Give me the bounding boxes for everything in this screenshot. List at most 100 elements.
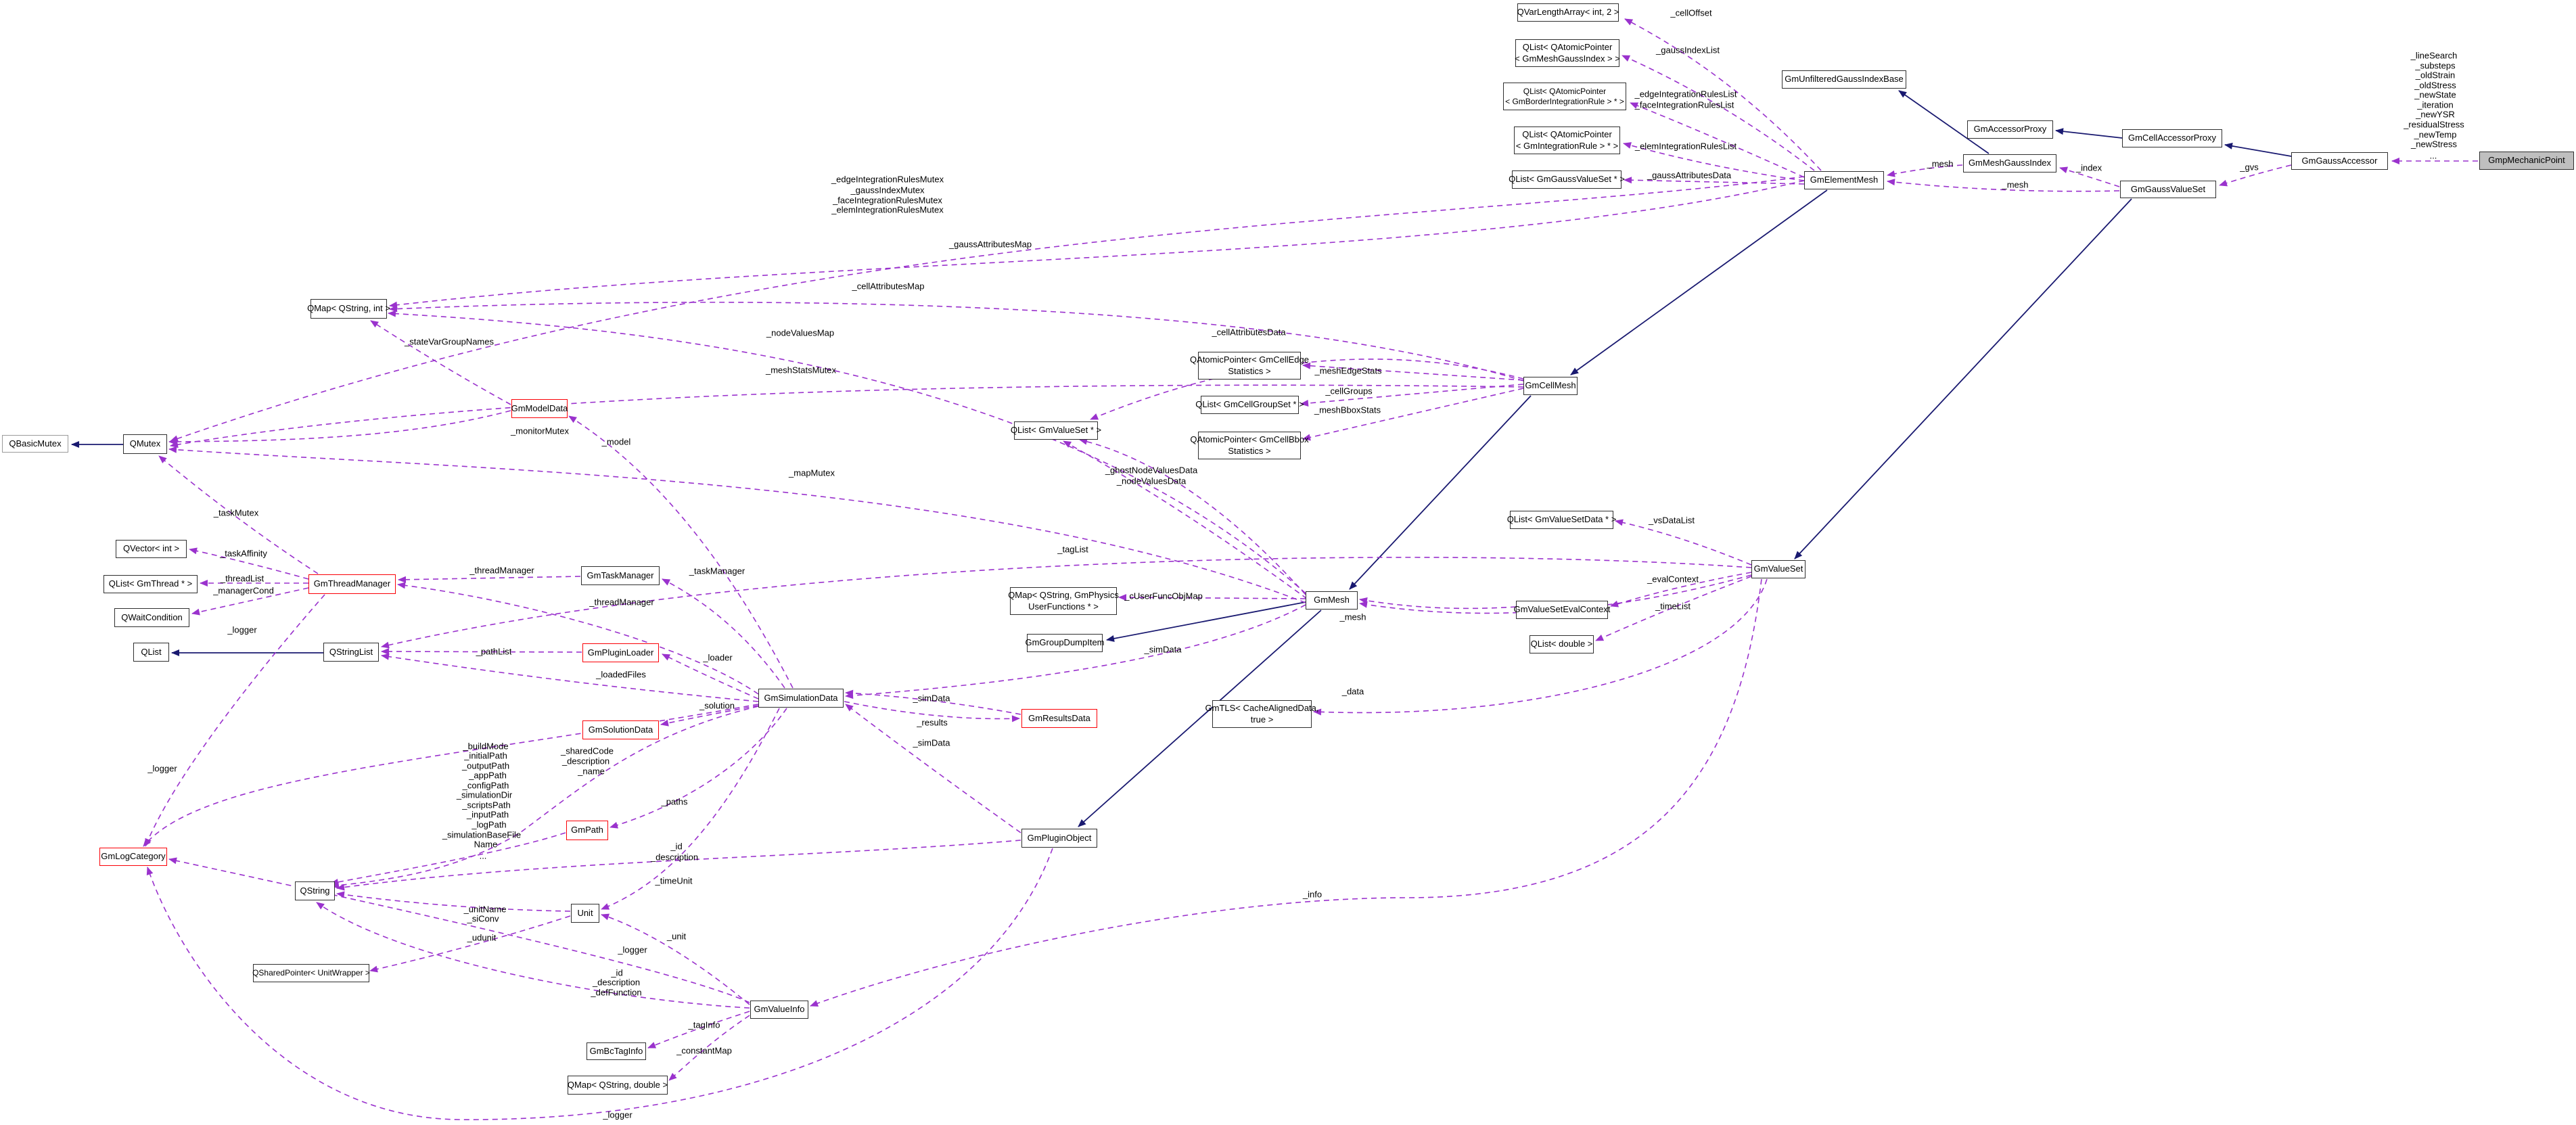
edge-label: _unitName: [463, 904, 507, 915]
class-node-qstring[interactable]: QString: [295, 881, 335, 900]
class-node-qbasicmutex[interactable]: QBasicMutex: [2, 435, 68, 453]
edge-label: _simData: [913, 737, 950, 748]
edge-label: _cUserFuncObjMap: [1124, 591, 1203, 601]
class-node-qlist-double[interactable]: QList< double >: [1530, 635, 1594, 653]
class-node-gmlogcategory[interactable]: GmLogCategory: [99, 848, 167, 866]
edge-label: _evalContext: [1647, 574, 1699, 584]
class-node-qmutex[interactable]: QMutex: [123, 434, 167, 454]
class-node-qvector-int[interactable]: QVector< int >: [116, 540, 187, 558]
class-node-qlist-gmvaluesetdata[interactable]: QList< GmValueSetData * >: [1507, 511, 1616, 529]
class-node-gmtls-cachealigneddata[interactable]: GmTLS< CacheAlignedData, true >: [1205, 700, 1319, 728]
class-node-gmthreadmanager[interactable]: GmThreadManager: [308, 574, 396, 594]
member-edge: [398, 576, 581, 583]
class-node-qvarlengtharray[interactable]: QVarLengthArray< int, 2 >: [1517, 3, 1619, 22]
edge-label: _timeUnit: [655, 875, 693, 886]
edge-label: _tagList: [1057, 544, 1088, 555]
class-node-gmelementmesh[interactable]: GmElementMesh: [1804, 171, 1884, 189]
member-edge: [330, 832, 566, 886]
member-edge: [610, 708, 787, 829]
edge-label: _tagInfo: [688, 1019, 720, 1030]
class-node-qlist-atomic-gmborderintegrationrule[interactable]: QList< QAtomicPointer < GmBorderIntegrat…: [1503, 83, 1626, 110]
edge-label: _elemIntegrationRulesMutex: [831, 204, 944, 215]
edge-label: _model: [601, 436, 631, 447]
edge-label: _ghostNodeValuesData: [1105, 465, 1198, 476]
member-edge: [1118, 594, 1306, 601]
edge-label: _pathList: [476, 646, 512, 657]
member-edge: [1615, 519, 1752, 566]
class-node-gmsimulationdata[interactable]: GmSimulationData: [758, 689, 844, 708]
class-node-gmaccessorproxy[interactable]: GmAccessorProxy: [1967, 120, 2053, 139]
member-edge: [388, 310, 1306, 594]
member-edge: [1887, 179, 2120, 192]
class-node-gmtaskmanager[interactable]: GmTaskManager: [581, 566, 660, 585]
class-node-gmmodeldata[interactable]: GmModelData: [511, 399, 568, 418]
class-node-qlist-atomic-gmmeshgaussindex[interactable]: QList< QAtomicPointer < GmMeshGaussIndex…: [1515, 39, 1620, 67]
class-node-qatomicpointer-gmcelledgestatistics[interactable]: QAtomicPointer< GmCellEdge Statistics >: [1190, 352, 1309, 380]
edge-label: _scriptsPath: [462, 800, 511, 810]
member-edge: [168, 446, 1306, 603]
member-edge: [1359, 597, 1517, 610]
class-node-gmmeshgaussindex[interactable]: GmMeshGaussIndex: [1963, 154, 2056, 173]
class-node-gmpluginloader[interactable]: GmPluginLoader: [582, 643, 659, 662]
class-node-gmcellmesh[interactable]: GmCellMesh: [1523, 377, 1578, 395]
class-node-gmgaussaccessor[interactable]: GmGaussAccessor: [2291, 152, 2388, 170]
member-edge: [191, 587, 309, 616]
class-node-gmpath[interactable]: GmPath: [566, 821, 608, 840]
class-node-unit[interactable]: Unit: [571, 904, 599, 923]
class-node-gmgaussvalueset[interactable]: GmGaussValueSet: [2120, 181, 2216, 198]
class-node-gmpluginobject[interactable]: GmPluginObject: [1021, 829, 1097, 848]
class-node-gmvalueset[interactable]: GmValueSet: [1751, 560, 1806, 578]
edge-label: _newStress: [2411, 139, 2457, 150]
class-node-qlist-gmgaussvalueset[interactable]: QList< GmGaussValueSet * >: [1509, 170, 1625, 189]
edge-label: _index: [2075, 162, 2102, 173]
class-node-qlist-gmthread[interactable]: QList< GmThread * >: [104, 575, 198, 593]
edge-label: _loader: [703, 652, 733, 663]
class-node-gmunfilteredgaussindexbase[interactable]: GmUnfilteredGaussIndexBase: [1782, 70, 1906, 89]
edge-label: _description: [650, 852, 699, 863]
member-edge: [2219, 164, 2292, 187]
edge-label: _monitorMutex: [511, 426, 569, 436]
class-node-gmresultsdata[interactable]: GmResultsData: [1021, 709, 1097, 728]
member-edge: [336, 840, 1021, 891]
edge-label: _gaussAttributesMap: [948, 239, 1032, 250]
edge-label: _logPath: [472, 819, 507, 830]
edge-label: _gaussAttributesData: [1647, 170, 1732, 181]
class-node-gmvalueinfo[interactable]: GmValueInfo: [750, 1001, 808, 1019]
edge-label: _buildMode: [463, 741, 509, 752]
class-node-gmcellaccessorproxy[interactable]: GmCellAccessorProxy: [2122, 129, 2222, 147]
class-node-qsharedpointer-unitwrapper[interactable]: QSharedPointer< UnitWrapper >: [252, 964, 370, 982]
class-node-gmgroupdumpitem[interactable]: GmGroupDumpItem: [1025, 634, 1105, 652]
class-node-gmvaluesetevalcontext[interactable]: GmValueSetEvalContext: [1514, 601, 1610, 619]
class-node-qatomicpointer-gmcellbboxstatistics[interactable]: QAtomicPointer< GmCellBbox Statistics >: [1190, 432, 1309, 459]
class-node-qlist-gmcellgroupset[interactable]: QList< GmCellGroupSet * >: [1195, 396, 1304, 414]
edge-label: _inputPath: [466, 809, 509, 820]
member-edge: [170, 384, 1524, 449]
class-node-gmmesh[interactable]: GmMesh: [1306, 591, 1358, 610]
class-node-qstringlist[interactable]: QStringList: [323, 643, 379, 662]
member-edge: [1313, 578, 1768, 716]
class-node-qwaitcondition[interactable]: QWaitCondition: [114, 608, 189, 627]
inheritance-edge: [1106, 601, 1306, 642]
member-edge: [601, 708, 780, 910]
class-node-qmap-qstring-gmphysicsuserfunctions[interactable]: QMap< QString, GmPhysics UserFunctions *…: [1008, 587, 1119, 615]
class-node-qmap-qstring-int[interactable]: QMap< QString, int >: [307, 299, 390, 319]
member-edge: [647, 1011, 750, 1049]
edge-label: _udunit: [467, 932, 497, 943]
class-node-gmbctaginfo[interactable]: GmBcTagInfo: [586, 1042, 646, 1060]
edge-label: _edgeIntegrationRulesMutex: [831, 174, 944, 185]
edge-label: _taskMutex: [213, 507, 259, 518]
member-edge: [845, 604, 1306, 699]
edge-label: _id: [670, 841, 683, 852]
class-node-qlist-gmvalueset[interactable]: QList< GmValueSet * >: [1011, 421, 1101, 440]
class-node-qlist-atomic-gmintegrationrule[interactable]: QList< QAtomicPointer < GmIntegrationRul…: [1514, 127, 1620, 154]
inheritance-edge: [2224, 142, 2292, 157]
edge-label: _logger: [603, 1109, 632, 1120]
member-edge: [1090, 359, 1524, 420]
class-node-qlist[interactable]: QList: [133, 643, 169, 662]
member-edge: [397, 582, 759, 695]
class-node-qmap-qstring-double[interactable]: QMap< QString, double >: [568, 1076, 668, 1095]
edge-label: _info: [1302, 889, 1322, 900]
class-node-gmsolutiondata[interactable]: GmSolutionData: [582, 720, 659, 739]
edge-label: _oldStress: [2414, 80, 2456, 91]
member-edge: [845, 689, 1021, 715]
